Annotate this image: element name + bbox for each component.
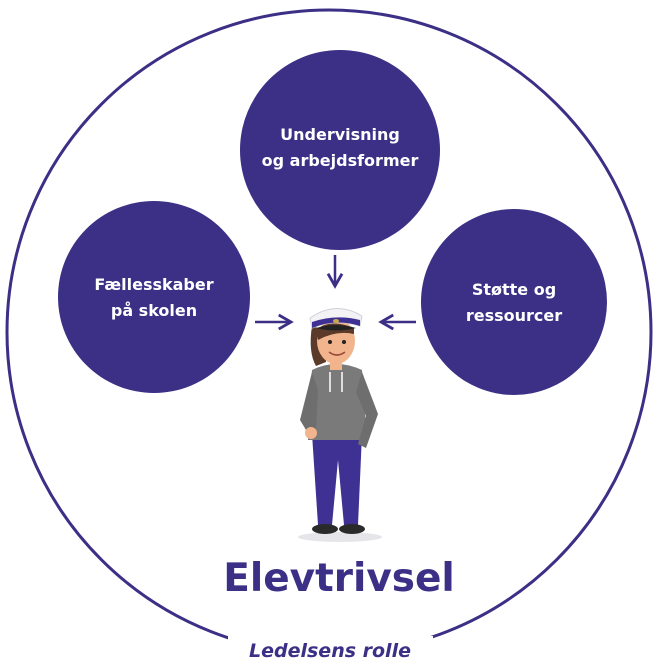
ground-shadow — [298, 532, 382, 542]
bubble-top-circle — [240, 50, 440, 250]
right-shoe — [339, 524, 365, 534]
bubble-left-circle — [58, 201, 250, 393]
bubble-top-line1: Undervisning — [280, 125, 400, 144]
bubble-right: Støtte og ressourcer — [421, 209, 607, 395]
bubble-top: Undervisning og arbejdsformer — [240, 50, 440, 250]
bubble-right-line1: Støtte og — [472, 280, 556, 299]
frame-label: Ledelsens rolle — [249, 640, 411, 662]
left-shoe — [312, 524, 338, 534]
left-hand — [305, 427, 317, 439]
student-figure — [298, 308, 382, 542]
bubble-left-line1: Fællesskaber — [94, 275, 213, 294]
student-hoodie — [308, 364, 367, 440]
student-cap-visor — [316, 325, 356, 331]
right-arm — [356, 372, 378, 448]
frame-label-backdrop — [228, 636, 433, 669]
student-smile — [328, 351, 346, 356]
bubble-left-line2: på skolen — [111, 301, 197, 320]
main-title: Elevtrivsel — [223, 556, 455, 601]
bubble-left: Fællesskaber på skolen — [58, 201, 250, 393]
bubble-right-circle — [421, 209, 607, 395]
right-eye — [342, 340, 346, 344]
left-eye — [328, 340, 332, 344]
student-cap-badge — [333, 319, 339, 323]
student-cap-band — [312, 317, 360, 328]
student-legs — [312, 434, 362, 525]
left-arm — [300, 372, 318, 430]
bubble-top-line2: og arbejdsformer — [262, 151, 419, 170]
bubble-right-line2: ressourcer — [466, 306, 562, 325]
